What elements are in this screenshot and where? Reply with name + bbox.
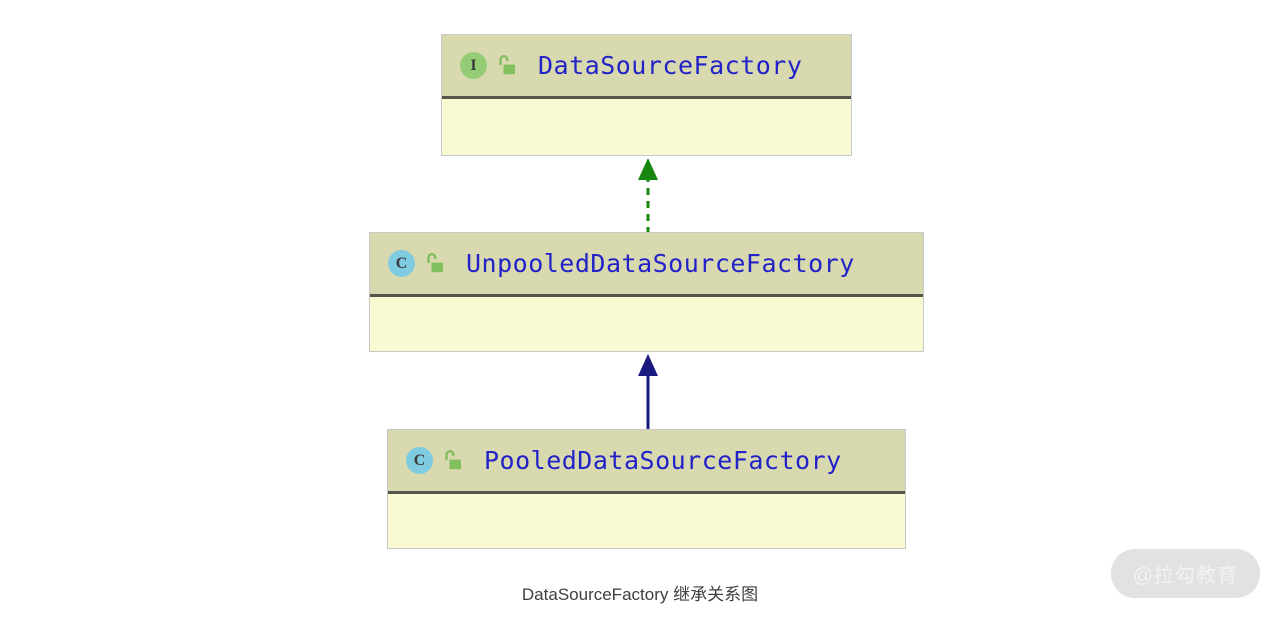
uml-class-header: I DataSourceFactory xyxy=(442,35,851,99)
uml-class-box-unpooleddatasourcefactory[interactable]: C UnpooledDataSourceFactory xyxy=(369,232,924,352)
uml-class-name: PooledDataSourceFactory xyxy=(484,446,842,475)
uml-class-header: C PooledDataSourceFactory xyxy=(388,430,905,494)
uml-class-members xyxy=(370,297,923,349)
class-badge-icon: C xyxy=(406,447,433,474)
realization-connector-arrow xyxy=(638,158,658,234)
generalization-connector-arrow xyxy=(638,354,658,430)
uml-class-box-pooleddatasourcefactory[interactable]: C PooledDataSourceFactory xyxy=(387,429,906,549)
open-padlock-icon xyxy=(496,54,516,77)
diagram-caption: DataSourceFactory 继承关系图 xyxy=(521,585,759,604)
open-padlock-icon xyxy=(424,252,444,275)
uml-class-name: UnpooledDataSourceFactory xyxy=(466,249,855,278)
uml-class-box-datasourcefactory[interactable]: I DataSourceFactory xyxy=(441,34,852,156)
uml-class-members xyxy=(442,99,851,151)
interface-badge-icon: I xyxy=(460,52,487,79)
class-badge-icon: C xyxy=(388,250,415,277)
open-padlock-icon xyxy=(442,449,462,472)
watermark-badge: @拉勾教育 xyxy=(1110,549,1260,598)
uml-class-header: C UnpooledDataSourceFactory xyxy=(370,233,923,297)
uml-class-name: DataSourceFactory xyxy=(538,51,803,80)
uml-class-members xyxy=(388,494,905,546)
